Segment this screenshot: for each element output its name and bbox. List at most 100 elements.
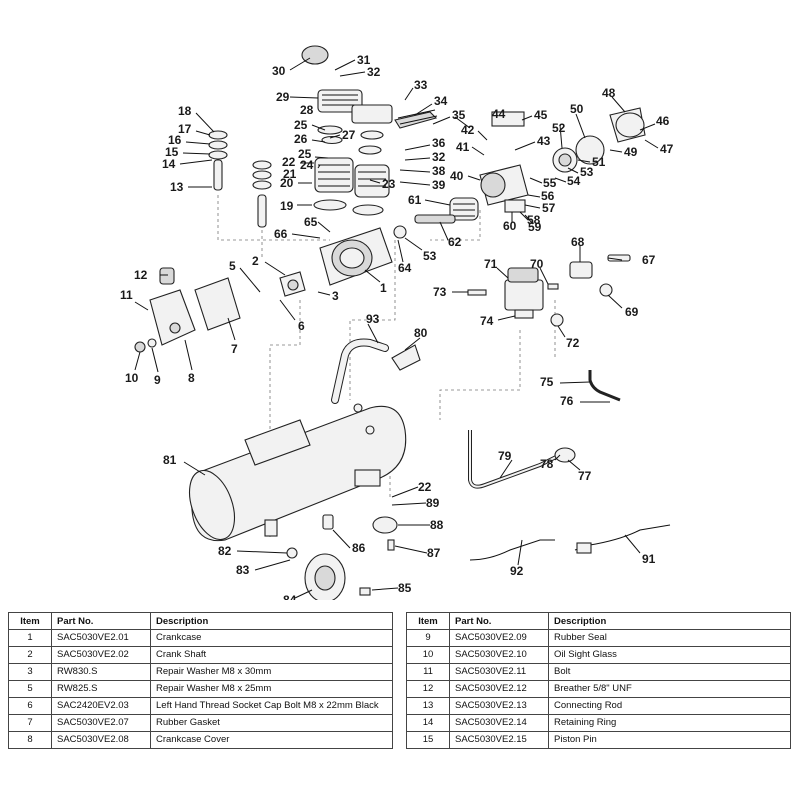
- callout-35: 35: [452, 108, 466, 122]
- callout-78: 78: [540, 457, 554, 471]
- callout-92: 91: [642, 552, 656, 566]
- callout-12: 12: [134, 268, 148, 282]
- item-cell: 2: [8, 646, 52, 664]
- callout-22b: 22: [418, 480, 432, 494]
- callout-73: 73: [433, 285, 447, 299]
- power-cables: [469, 524, 671, 561]
- description-cell: Breather 5/8" UNF: [548, 680, 791, 698]
- callout-49: 49: [624, 145, 638, 159]
- item-cell: 5: [8, 680, 52, 698]
- callout-41: 41: [456, 140, 470, 154]
- description-cell: Rubber Gasket: [150, 714, 393, 732]
- callout-17: 17: [178, 122, 192, 136]
- callout-75: 75: [540, 375, 554, 389]
- description-cell: Crankcase: [150, 629, 393, 647]
- description-cell: Retaining Ring: [548, 714, 791, 732]
- header-item: Item: [8, 612, 52, 630]
- callout-30: 30: [272, 64, 286, 78]
- callout-54: 54: [567, 174, 581, 188]
- callout-14: 14: [162, 157, 176, 171]
- item-cell: 3: [8, 663, 52, 681]
- callout-28: 28: [300, 103, 314, 117]
- callout-11: 11: [120, 288, 133, 302]
- header-description: Description: [548, 612, 791, 630]
- callout-36: 36: [432, 136, 446, 150]
- callout-58: 58: [527, 213, 541, 227]
- assembly-guide-lines: [217, 195, 556, 540]
- callout-34: 34: [434, 94, 448, 108]
- callout-85: 85: [398, 581, 412, 595]
- callout-82: 82: [218, 544, 232, 558]
- callout-33: 33: [414, 78, 428, 92]
- callout-25b: 25: [298, 147, 312, 161]
- item-cell: 12: [406, 680, 450, 698]
- callout-57: 57: [542, 201, 556, 215]
- part-no-cell: SAC5030VE2.14: [449, 714, 549, 732]
- callout-20: 20: [280, 176, 294, 190]
- callout-44: 44: [492, 107, 506, 121]
- piston-rod-assembly: [208, 130, 272, 228]
- callout-61: 61: [408, 193, 422, 207]
- callout-22: 22: [282, 155, 296, 169]
- item-cell: 14: [406, 714, 450, 732]
- callout-15: 15: [165, 145, 179, 159]
- part-no-cell: SAC2420EV2.03: [51, 697, 151, 715]
- callout-89: 89: [426, 496, 440, 510]
- cylinder-head-assembly: [301, 45, 438, 216]
- callout-66: 66: [274, 227, 288, 241]
- callout-8: 8: [188, 371, 195, 385]
- pressure-switch-assembly: [391, 254, 631, 371]
- header-part-no: Part No.: [449, 612, 549, 630]
- air-tank: [188, 403, 407, 542]
- callout-10: 10: [125, 371, 139, 385]
- part-no-cell: SAC5030VE2.01: [51, 629, 151, 647]
- callout-55: 55: [543, 176, 557, 190]
- callout-24: 24: [300, 158, 314, 172]
- callout-59: 59: [528, 220, 542, 234]
- callout-23: 23: [382, 177, 396, 191]
- callout-81: 81: [163, 453, 177, 467]
- part-no-cell: SAC5030VE2.15: [449, 731, 549, 749]
- callout-42: 42: [461, 123, 475, 137]
- part-no-cell: SAC5030VE2.13: [449, 697, 549, 715]
- callout-56: 56: [541, 189, 555, 203]
- description-cell: Bolt: [548, 663, 791, 681]
- callout-13: 13: [170, 180, 184, 194]
- part-no-cell: SAC5030VE2.09: [449, 629, 549, 647]
- callout-47: 47: [660, 142, 674, 156]
- header-item: Item: [406, 612, 450, 630]
- wheel-assembly: [286, 514, 398, 600]
- item-cell: 13: [406, 697, 450, 715]
- callout-51: 51: [592, 155, 606, 169]
- callout-18: 18: [178, 104, 192, 118]
- description-cell: Piston Pin: [548, 731, 791, 749]
- callout-69: 69: [625, 305, 639, 319]
- item-cell: 7: [8, 714, 52, 732]
- crankcase-cover: [134, 267, 241, 353]
- header-description: Description: [150, 612, 393, 630]
- callout-83: 83: [236, 563, 250, 577]
- crankcase: [279, 227, 393, 297]
- item-cell: 9: [406, 629, 450, 647]
- callout-43: 43: [537, 134, 551, 148]
- callout-64: 64: [398, 261, 412, 275]
- callout-80: 80: [414, 326, 428, 340]
- callout-46: 46: [656, 114, 670, 128]
- callout-87: 87: [427, 546, 441, 560]
- item-cell: 15: [406, 731, 450, 749]
- callout-79: 79: [498, 449, 512, 463]
